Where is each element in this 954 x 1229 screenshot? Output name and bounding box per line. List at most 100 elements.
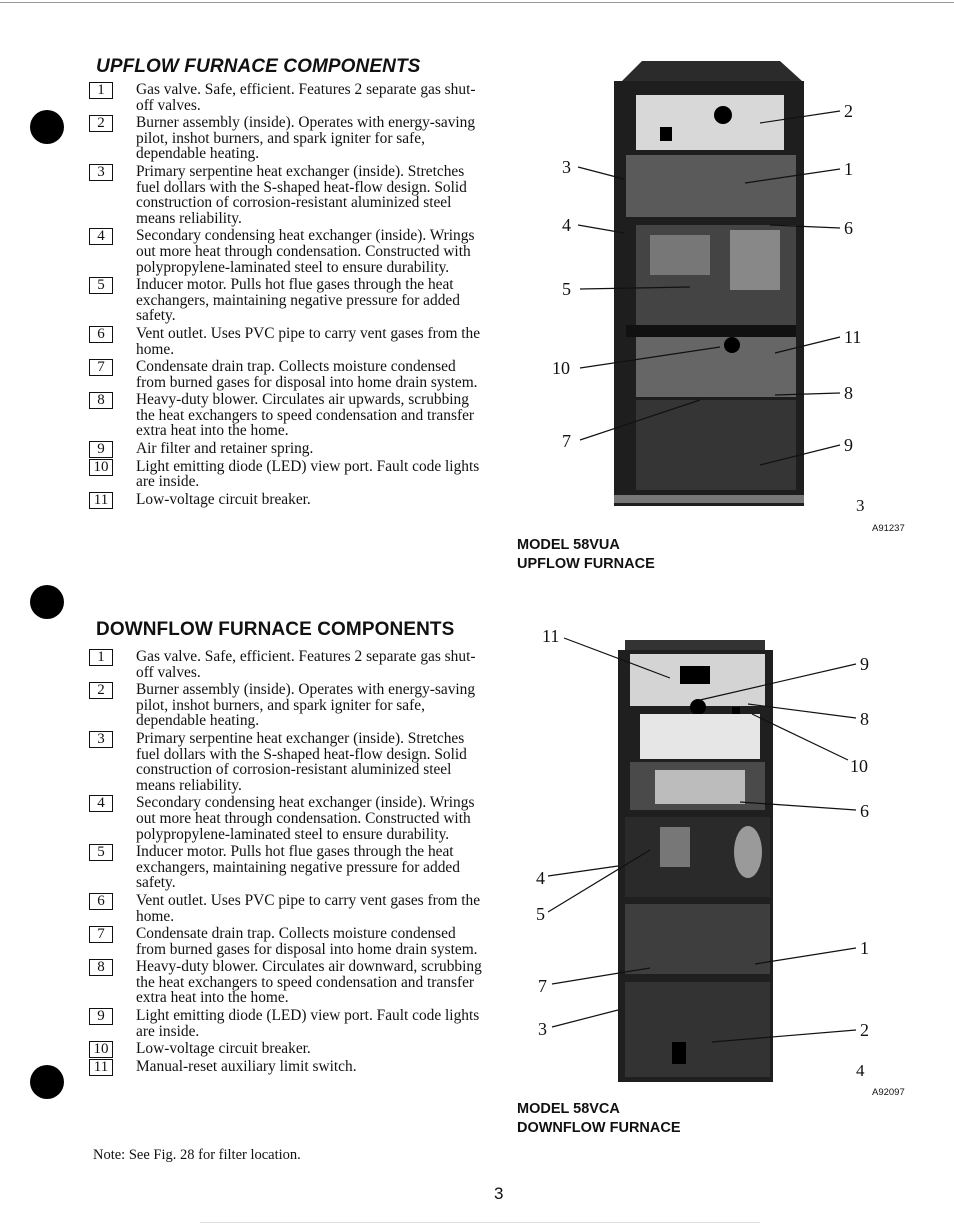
downflow-callout-1: 1: [860, 938, 869, 958]
downflow-model-line2: DOWNFLOW FURNACE: [517, 1120, 681, 1136]
component-description: Primary serpentine heat exchanger (insid…: [136, 162, 467, 227]
upflow-component-item: 2 Burner assembly (inside). Operates with…: [89, 115, 489, 162]
downflow-model-line1: MODEL 58VCA: [517, 1101, 620, 1117]
downflow-component-item: 10 Low-voltage circuit breaker.: [89, 1040, 489, 1059]
component-description: Vent outlet. Uses PVC pipe to carry vent…: [136, 324, 481, 358]
upflow-component-item: 1 Gas valve. Safe, efficient. Features 2 …: [89, 82, 489, 113]
downflow-heading: DOWNFLOW FURNACE COMPONENTS: [96, 619, 455, 640]
component-number-box: 11: [89, 491, 113, 509]
upflow-callout-9: 9: [844, 435, 853, 455]
component-description: Burner assembly (inside). Operates with …: [136, 681, 476, 730]
upflow-component-item: 7 Condensate drain trap. Collects moistur…: [89, 359, 489, 390]
component-description: Secondary condensing heat exchanger (ins…: [136, 227, 475, 276]
component-number-box: 8: [89, 392, 113, 410]
downflow-component-item: 4 Secondary condensing heat exchanger (in…: [89, 795, 489, 842]
downflow-callout-2: 2: [860, 1020, 869, 1040]
upflow-component-item: 4 Secondary condensing heat exchanger (in…: [89, 228, 489, 275]
upflow-callout-2: 2: [844, 101, 853, 121]
downflow-component-item: 3 Primary serpentine heat exchanger (insi…: [89, 731, 489, 793]
component-number-box: 9: [89, 1008, 113, 1026]
component-number-box: 2: [89, 115, 113, 133]
component-number-box: 7: [89, 359, 113, 377]
component-number-box: 4: [89, 795, 113, 813]
top-rule: [0, 2, 954, 3]
upflow-component-item: 6 Vent outlet. Uses PVC pipe to carry ven…: [89, 326, 489, 357]
bottom-rule: [200, 1222, 760, 1223]
component-description: Inducer motor. Pulls hot flue gases thro…: [136, 843, 460, 892]
binder-hole-middle: [30, 585, 64, 619]
component-description: Inducer motor. Pulls hot flue gases thro…: [136, 276, 460, 325]
binder-hole-top: [30, 110, 64, 144]
downflow-figure-number: 4: [856, 1061, 865, 1080]
downflow-component-item: 9 Light emitting diode (LED) view port. F…: [89, 1008, 489, 1039]
component-description: Light emitting diode (LED) view port. Fa…: [136, 1007, 480, 1040]
downflow-component-item: 5 Inducer motor. Pulls hot flue gases thr…: [89, 844, 489, 891]
component-description: Secondary condensing heat exchanger (ins…: [136, 794, 475, 843]
component-description: Heavy-duty blower. Circulates air upward…: [136, 391, 475, 440]
component-description: Air filter and retainer spring.: [136, 440, 314, 458]
downflow-component-list: 1 Gas valve. Safe, efficient. Features 2 …: [89, 649, 489, 1076]
upflow-callout-8: 8: [844, 383, 853, 403]
component-number-box: 9: [89, 441, 113, 459]
downflow-callout-7: 7: [538, 976, 547, 996]
component-number-box: 2: [89, 682, 113, 700]
component-number-box: 5: [89, 844, 113, 862]
downflow-callout-10: 10: [850, 756, 868, 776]
downflow-component-item: 1 Gas valve. Safe, efficient. Features 2 …: [89, 649, 489, 680]
downflow-model-caption: MODEL 58VCA DOWNFLOW FURNACE: [517, 1100, 681, 1138]
upflow-component-list: 1 Gas valve. Safe, efficient. Features 2 …: [89, 82, 489, 509]
upflow-model-caption: MODEL 58VUA UPFLOW FURNACE: [517, 536, 655, 574]
upflow-callout-10: 10: [552, 358, 570, 378]
component-number-box: 3: [89, 730, 113, 748]
component-number-box: 7: [89, 926, 113, 944]
downflow-callout-11: 11: [542, 626, 559, 646]
upflow-callout-5: 5: [562, 279, 571, 299]
component-description: Condensate drain trap. Collects moisture…: [136, 358, 478, 391]
component-number-box: 1: [89, 82, 113, 99]
component-description: Gas valve. Safe, efficient. Features 2 s…: [136, 81, 476, 114]
component-description: Low-voltage circuit breaker.: [136, 490, 311, 508]
component-description: Low-voltage circuit breaker.: [136, 1040, 311, 1058]
downflow-furnace-photo: 11 9 8 10 6 4 5 1 7 3 2: [536, 626, 869, 1082]
component-description: Vent outlet. Uses PVC pipe to carry vent…: [136, 891, 481, 925]
upflow-component-item: 5 Inducer motor. Pulls hot flue gases thr…: [89, 277, 489, 324]
downflow-callout-6: 6: [860, 801, 869, 821]
downflow-figure-id: A92097: [872, 1087, 905, 1098]
upflow-component-item: 9 Air filter and retainer spring.: [89, 440, 489, 459]
component-number-box: 3: [89, 163, 113, 181]
downflow-callout-5: 5: [536, 904, 545, 924]
component-number-box: 6: [89, 325, 113, 343]
upflow-callout-7: 7: [562, 431, 571, 451]
downflow-callout-3: 3: [538, 1019, 547, 1039]
upflow-figure-id: A91237: [872, 523, 905, 534]
upflow-heading: UPFLOW FURNACE COMPONENTS: [96, 56, 421, 77]
upflow-callout-11: 11: [844, 327, 861, 347]
component-description: Gas valve. Safe, efficient. Features 2 s…: [136, 648, 476, 681]
upflow-component-item: 11 Low-voltage circuit breaker.: [89, 490, 489, 509]
downflow-component-item: 7 Condensate drain trap. Collects moistur…: [89, 926, 489, 957]
component-number-box: 5: [89, 277, 113, 295]
upflow-callout-3: 3: [562, 157, 571, 177]
downflow-component-item: 11 Manual-reset auxiliary limit switch.: [89, 1057, 489, 1076]
binder-hole-bottom: [30, 1065, 64, 1099]
component-description: Condensate drain trap. Collects moisture…: [136, 925, 478, 958]
component-description: Burner assembly (inside). Operates with …: [136, 114, 476, 163]
page-number: 3: [494, 1184, 504, 1203]
component-number-box: 10: [89, 458, 113, 476]
component-number-box: 4: [89, 228, 113, 246]
downflow-callout-8: 8: [860, 709, 869, 729]
downflow-component-item: 2 Burner assembly (inside). Operates with…: [89, 682, 489, 729]
upflow-model-line1: MODEL 58VUA: [517, 537, 620, 553]
component-description: Manual-reset auxiliary limit switch.: [136, 1057, 357, 1075]
downflow-callout-4: 4: [536, 868, 545, 888]
upflow-callout-1: 1: [844, 159, 853, 179]
upflow-model-line2: UPFLOW FURNACE: [517, 556, 655, 572]
component-number-box: 10: [89, 1041, 113, 1059]
component-number-box: 1: [89, 649, 113, 666]
component-description: Primary serpentine heat exchanger (insid…: [136, 729, 467, 794]
component-number-box: 8: [89, 959, 113, 977]
component-number-box: 11: [89, 1058, 113, 1076]
